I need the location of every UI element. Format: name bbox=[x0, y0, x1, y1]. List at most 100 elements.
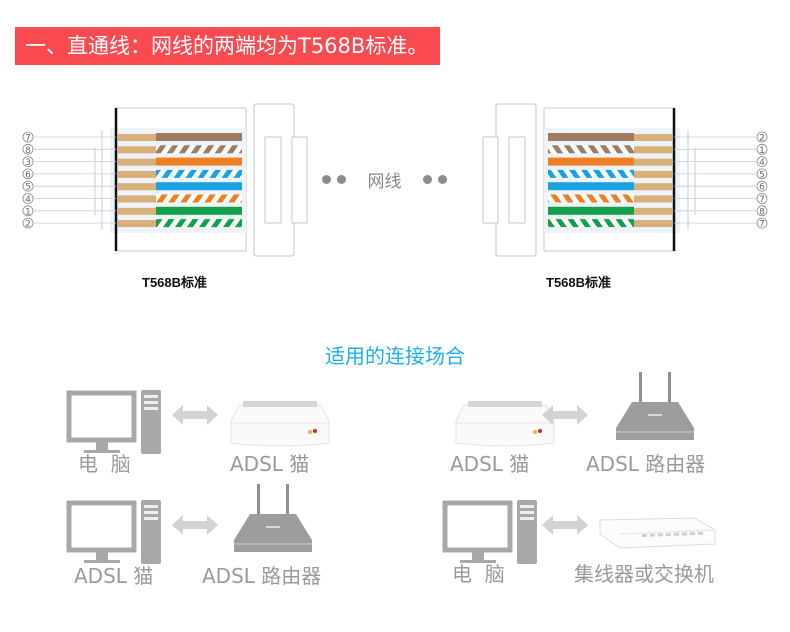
wire-blue bbox=[156, 182, 242, 191]
computer-icon bbox=[442, 500, 537, 564]
pin-number-marker bbox=[22, 143, 34, 155]
pin-number-label: 7 bbox=[759, 220, 765, 230]
contact-pin bbox=[634, 146, 672, 154]
tower-case bbox=[141, 500, 161, 564]
pin-number-label: 6 bbox=[25, 170, 31, 180]
tower-case bbox=[141, 390, 161, 454]
wire-brown bbox=[156, 133, 242, 141]
double-arrow-icon bbox=[542, 515, 588, 535]
arrow-shape bbox=[542, 405, 588, 425]
switch-body bbox=[599, 517, 716, 549]
antenna bbox=[257, 484, 260, 516]
adsl-modem-icon bbox=[230, 401, 330, 447]
tower-case bbox=[517, 500, 537, 564]
wire-green-white bbox=[156, 219, 242, 228]
monitor-screen bbox=[442, 500, 513, 553]
rj45-connector-right: 2 1 4 5 6 7 8 7 bbox=[482, 103, 768, 257]
pin-number-marker bbox=[22, 131, 34, 143]
pin-number-marker bbox=[22, 180, 34, 192]
double-arrow-icon bbox=[172, 515, 218, 535]
contact-pin bbox=[118, 146, 156, 154]
scenario-4: 电 脑 集线器或交换机 bbox=[440, 480, 760, 590]
dots-left-icon bbox=[322, 174, 346, 184]
pin-number-label: 7 bbox=[759, 195, 765, 205]
pin-number-label: 3 bbox=[25, 158, 31, 168]
contact-pin bbox=[634, 195, 672, 203]
pin-number-marker bbox=[22, 168, 34, 180]
antenna bbox=[639, 372, 642, 404]
cable-indicator: 网线 bbox=[322, 164, 447, 194]
pin-number-label: 8 bbox=[25, 146, 31, 156]
double-arrow-icon bbox=[172, 405, 218, 425]
pin-number-marker bbox=[756, 168, 768, 180]
wire-green-white bbox=[548, 219, 634, 228]
device-label: 电 脑 bbox=[452, 562, 505, 586]
wire-brown bbox=[548, 133, 634, 141]
contact-pin bbox=[118, 220, 156, 228]
wire-blue-white bbox=[156, 169, 242, 178]
scenario-1: 电 脑 ADSL 猫 bbox=[60, 370, 380, 480]
wire-orange-white bbox=[548, 194, 634, 203]
pin-number-marker bbox=[756, 205, 768, 217]
pin-number-label: 1 bbox=[759, 146, 765, 156]
antenna bbox=[668, 372, 671, 404]
pin-number-marker bbox=[756, 180, 768, 192]
pin-number-label: 4 bbox=[759, 158, 765, 168]
contact-pin bbox=[634, 158, 672, 166]
contact-pin bbox=[118, 195, 156, 203]
connector-left-standard-label: T568B标准 bbox=[142, 275, 208, 290]
antenna bbox=[286, 484, 289, 516]
router-body bbox=[616, 402, 694, 440]
switch-hub-icon bbox=[599, 517, 716, 549]
contact-pin bbox=[634, 220, 672, 228]
device-label: ADSL 路由器 bbox=[586, 452, 706, 476]
usage-subtitle: 适用的连接场合 bbox=[325, 344, 465, 368]
wire-orange bbox=[156, 157, 242, 166]
pin-number-marker bbox=[22, 156, 34, 167]
wire-blue-white bbox=[548, 169, 634, 178]
contact-pin bbox=[634, 134, 672, 141]
wire-blue bbox=[548, 182, 634, 191]
pin-number-label: 6 bbox=[759, 183, 765, 193]
contact-pin bbox=[118, 134, 156, 141]
adsl-modem-icon bbox=[455, 401, 555, 447]
pin-number-marker bbox=[756, 156, 768, 167]
computer-icon bbox=[66, 390, 161, 454]
pin-number-marker bbox=[756, 143, 768, 155]
device-label: ADSL 猫 bbox=[230, 452, 310, 476]
wire-green bbox=[156, 206, 242, 215]
router-body bbox=[234, 514, 312, 552]
pin-number-label: 2 bbox=[759, 134, 765, 144]
modem-body bbox=[230, 404, 330, 447]
pin-number-marker bbox=[756, 131, 768, 143]
arrow-shape bbox=[542, 515, 588, 535]
arrow-shape bbox=[172, 405, 218, 425]
connector-right-standard-label: T568B标准 bbox=[546, 275, 612, 290]
pin-number-label: 8 bbox=[759, 207, 765, 217]
wire-green bbox=[548, 206, 634, 215]
dots-right-icon bbox=[423, 174, 447, 184]
device-label: ADSL 路由器 bbox=[202, 564, 322, 588]
pin-number-marker bbox=[756, 217, 768, 229]
contact-pin bbox=[634, 170, 672, 178]
pin-number-marker bbox=[756, 193, 768, 204]
wire-orange bbox=[548, 157, 634, 166]
adsl-router-icon bbox=[616, 372, 694, 440]
contact-pin bbox=[118, 183, 156, 191]
section-heading-banner: 一、直通线：网线的两端均为T568B标准。 bbox=[15, 27, 440, 65]
arrow-shape bbox=[172, 515, 218, 535]
wire-brown-white bbox=[156, 145, 242, 154]
pin-number-marker bbox=[22, 217, 34, 229]
wire-orange-white bbox=[156, 194, 242, 203]
device-label: 集线器或交换机 bbox=[574, 562, 714, 586]
device-label: 电 脑 bbox=[78, 452, 131, 476]
wire-brown-white bbox=[548, 145, 634, 154]
pin-number-label: 5 bbox=[759, 170, 765, 180]
adsl-router-icon bbox=[234, 484, 312, 552]
pin-number-label: 2 bbox=[25, 220, 31, 230]
pin-number-label: 4 bbox=[25, 195, 31, 205]
monitor-screen bbox=[66, 500, 137, 553]
modem-body bbox=[455, 404, 555, 447]
pin-number-label: 5 bbox=[25, 183, 31, 193]
